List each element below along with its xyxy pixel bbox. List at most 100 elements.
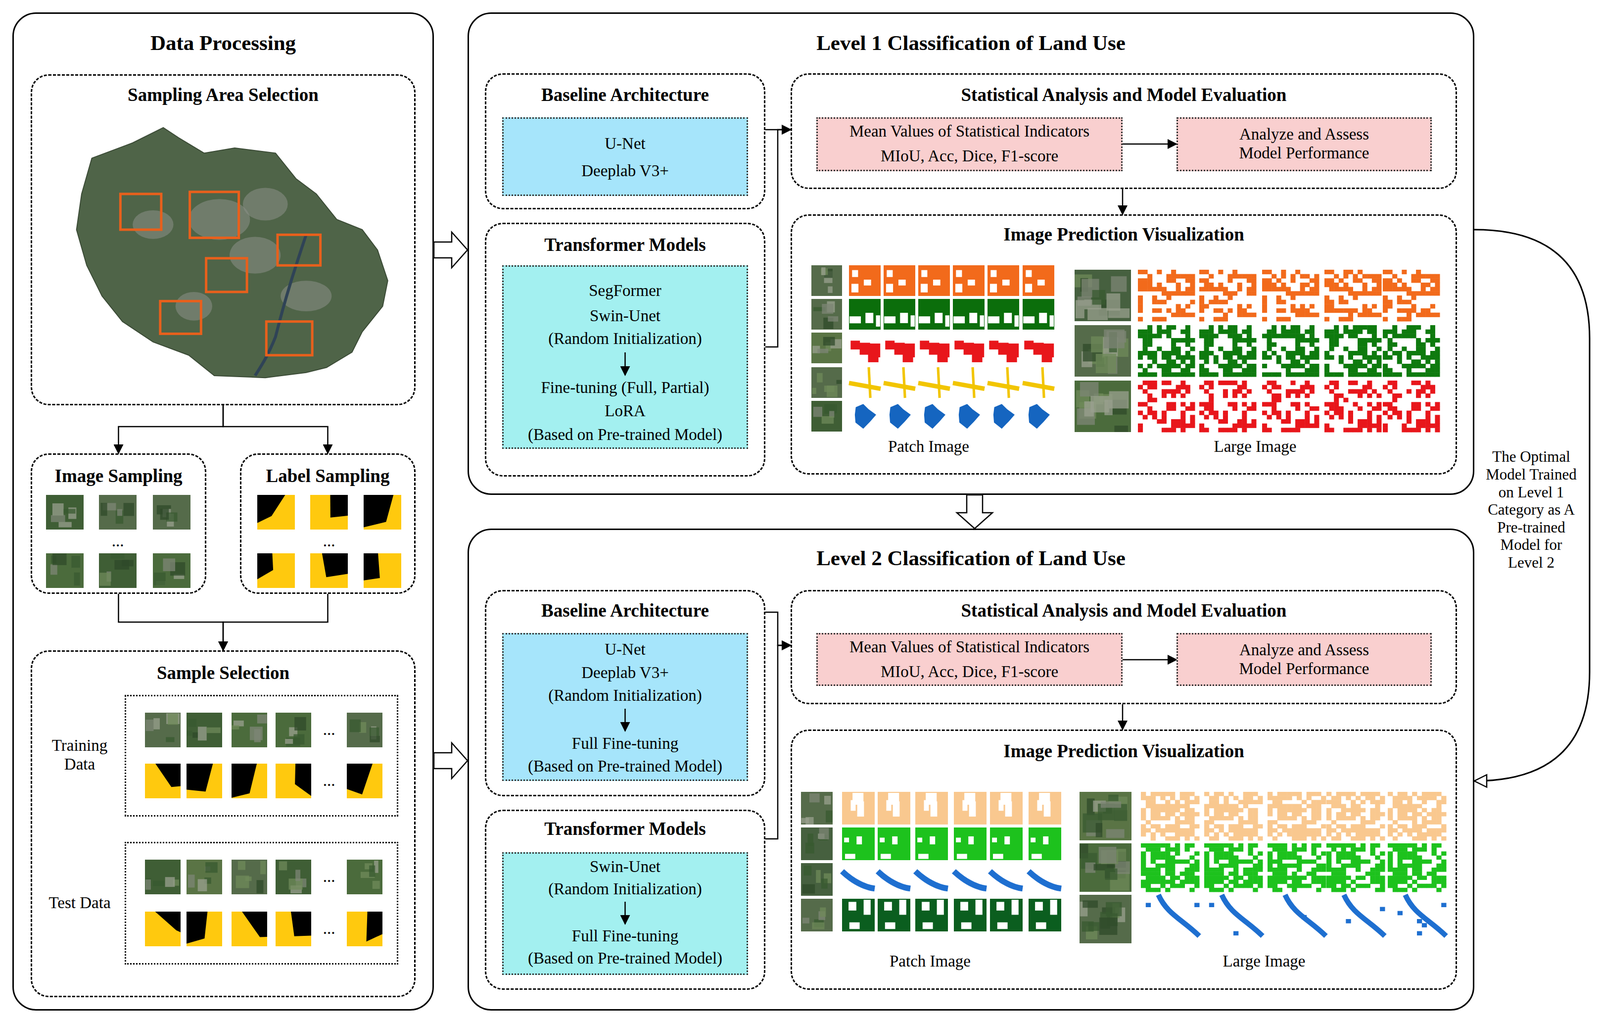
prediction-tile: [1208, 325, 1214, 330]
prediction-tile: [1248, 799, 1254, 804]
prediction-tile: [1140, 811, 1146, 817]
prediction-tile: [1350, 807, 1356, 813]
prediction-tile: [1241, 368, 1247, 373]
prediction-tile: [1371, 286, 1377, 292]
prediction-tile: [1150, 855, 1156, 860]
prediction-tile: [1150, 850, 1156, 856]
prediction-tile: [992, 853, 1004, 859]
prediction-tile: [1360, 807, 1366, 813]
prediction-tile: [1171, 393, 1177, 398]
prediction-tile: [1355, 803, 1361, 809]
prediction-tile: [1406, 290, 1412, 296]
prediction-tile: [1397, 799, 1403, 804]
prediction-tile: [1392, 828, 1398, 833]
prediction-tile: [1434, 406, 1440, 411]
prediction-tile: [1199, 329, 1205, 334]
prediction-tile: [1371, 368, 1377, 373]
prediction-tile: [1370, 828, 1376, 833]
prediction-tile: [1291, 836, 1297, 841]
prediction-tile: [1371, 312, 1377, 318]
satellite-tile: [1114, 425, 1128, 432]
prediction-tile: [1382, 333, 1388, 338]
prediction-tile: [1282, 795, 1288, 800]
prediction-tile: [1290, 401, 1296, 407]
prediction-tile: [1251, 282, 1257, 287]
satellite-tile: [815, 869, 821, 883]
prediction-tile: [1204, 359, 1210, 364]
prediction-tile: [1382, 329, 1388, 334]
prediction-tile: [1036, 800, 1042, 811]
satellite-tile: [1106, 293, 1121, 311]
prediction-tile: [1189, 406, 1195, 411]
prediction-tile: [1166, 329, 1172, 334]
prediction-tile: [1161, 350, 1167, 356]
prediction-tile: [1152, 350, 1158, 356]
prediction-tile: [1387, 414, 1393, 420]
prediction-tile: [1228, 828, 1234, 833]
prediction-tile: [1035, 922, 1047, 929]
prediction-tile: [1345, 815, 1351, 821]
prediction-tile: [1227, 325, 1233, 330]
prediction-tile: [1137, 299, 1143, 305]
satellite-tile: [1116, 848, 1127, 861]
prediction-tile: [1166, 401, 1172, 407]
satellite-tile: [346, 712, 383, 748]
prediction-tile: [1213, 308, 1219, 313]
prediction-tile: [1262, 372, 1268, 377]
prediction-tile: [1430, 384, 1436, 390]
prediction-tile: [1161, 393, 1167, 398]
prediction-tile: [1397, 393, 1403, 398]
prediction-tile: [1286, 795, 1292, 800]
prediction-tile: [920, 283, 928, 293]
satellite-tile: [811, 265, 843, 296]
prediction-tile: [1353, 372, 1359, 377]
prediction-tile: [1355, 795, 1361, 800]
prediction-tile: [1142, 388, 1148, 394]
prediction-tile: [1150, 795, 1156, 800]
prediction-tile: [1248, 836, 1254, 841]
prediction-tile: [1362, 363, 1368, 369]
prediction-tile: [1204, 427, 1210, 432]
prediction-tile: [1155, 863, 1161, 868]
prediction-tile: [1175, 807, 1180, 813]
prediction-tile: [1160, 832, 1166, 837]
prediction-tile: [1165, 867, 1171, 872]
prediction-tile: [1366, 401, 1372, 407]
prediction-tile: [1243, 799, 1249, 804]
prediction-tile: [1246, 355, 1252, 360]
prediction-tile: [1387, 337, 1393, 343]
prediction-tile: [1350, 815, 1356, 821]
prediction-tile: [1415, 423, 1421, 428]
prediction-tile: [1324, 384, 1330, 390]
prediction-tile: [1246, 329, 1252, 334]
prediction-tile: [1140, 807, 1146, 813]
prediction-tile: [1184, 791, 1190, 797]
prediction-tile: [1251, 278, 1257, 283]
prediction-tile: [1232, 350, 1238, 356]
prediction-tile: [1343, 274, 1349, 279]
prediction-tile: [930, 800, 938, 817]
prediction-tile: [1171, 274, 1177, 279]
prediction-tile: [1348, 333, 1354, 338]
prediction-tile: [1411, 791, 1417, 797]
prediction-tile: [1420, 286, 1426, 292]
prediction-tile: [1382, 355, 1388, 360]
prediction-tile: [1430, 329, 1436, 334]
prediction-tile: [1324, 355, 1330, 360]
prediction-tile: [1171, 423, 1177, 428]
prediction-tile: [1251, 406, 1257, 411]
satellite-tile: [186, 712, 223, 748]
prediction-tile: [1382, 282, 1388, 287]
prediction-tile: [1248, 819, 1254, 825]
prediction-tile: [1142, 333, 1148, 338]
prediction-tile: [892, 836, 898, 845]
prediction-tile: [1280, 346, 1286, 351]
prediction-tile: [1371, 325, 1377, 330]
prediction-tile: [1382, 303, 1388, 309]
prediction-tile: [1379, 823, 1385, 829]
prediction-tile: [1166, 406, 1172, 411]
prediction-tile: [1156, 325, 1162, 330]
prediction-tile: [1214, 799, 1220, 804]
prediction-tile: [1232, 269, 1238, 275]
prediction-tile: [1276, 359, 1282, 364]
